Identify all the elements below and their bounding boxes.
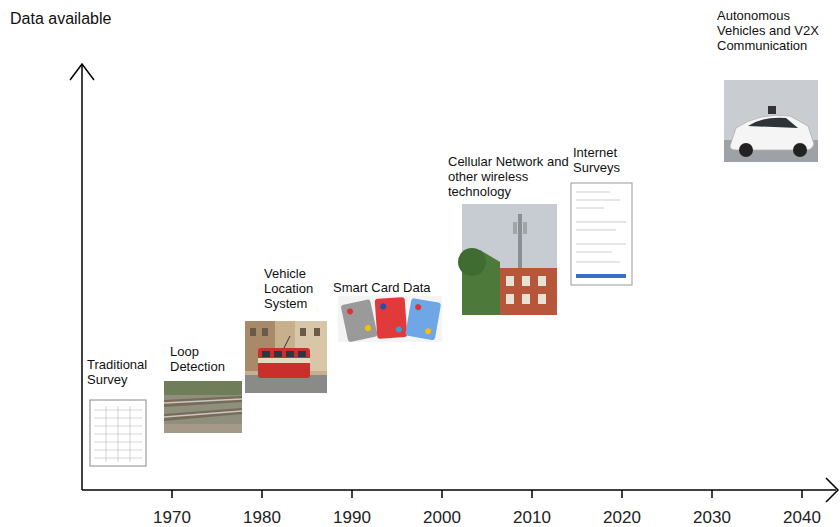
loop-detector-picture: [164, 381, 242, 433]
year-tick-label: 2040: [783, 508, 821, 527]
item-label: Cellular Network and other wireless tech…: [448, 154, 574, 199]
item-label: Internet Surveys: [573, 145, 639, 175]
year-tick-label: 2010: [513, 508, 551, 527]
year-tick-label: 1970: [153, 508, 191, 527]
item-label: Vehicle Location System: [264, 266, 328, 311]
year-tick-label: 1980: [243, 508, 281, 527]
axes: [70, 64, 838, 502]
cell-tower-picture: [458, 204, 557, 315]
item-label: Smart Card Data: [333, 280, 453, 295]
year-tick-label: 1990: [333, 508, 371, 527]
survey-form-picture: [90, 400, 146, 466]
axis-title: Data available: [10, 9, 111, 28]
autonomous-car-picture: [724, 80, 818, 162]
item-label: Loop Detection: [170, 344, 242, 374]
item-label: Autonomous Vehicles and V2X Communicatio…: [717, 8, 827, 53]
item-label: Traditional Survey: [87, 357, 163, 387]
smart-card-picture: [338, 296, 442, 342]
year-tick-label: 2020: [603, 508, 641, 527]
web-survey-picture: [571, 183, 632, 285]
year-tick-label: 2000: [423, 508, 461, 527]
tram-picture: [245, 321, 327, 393]
year-tick-label: 2030: [693, 508, 731, 527]
